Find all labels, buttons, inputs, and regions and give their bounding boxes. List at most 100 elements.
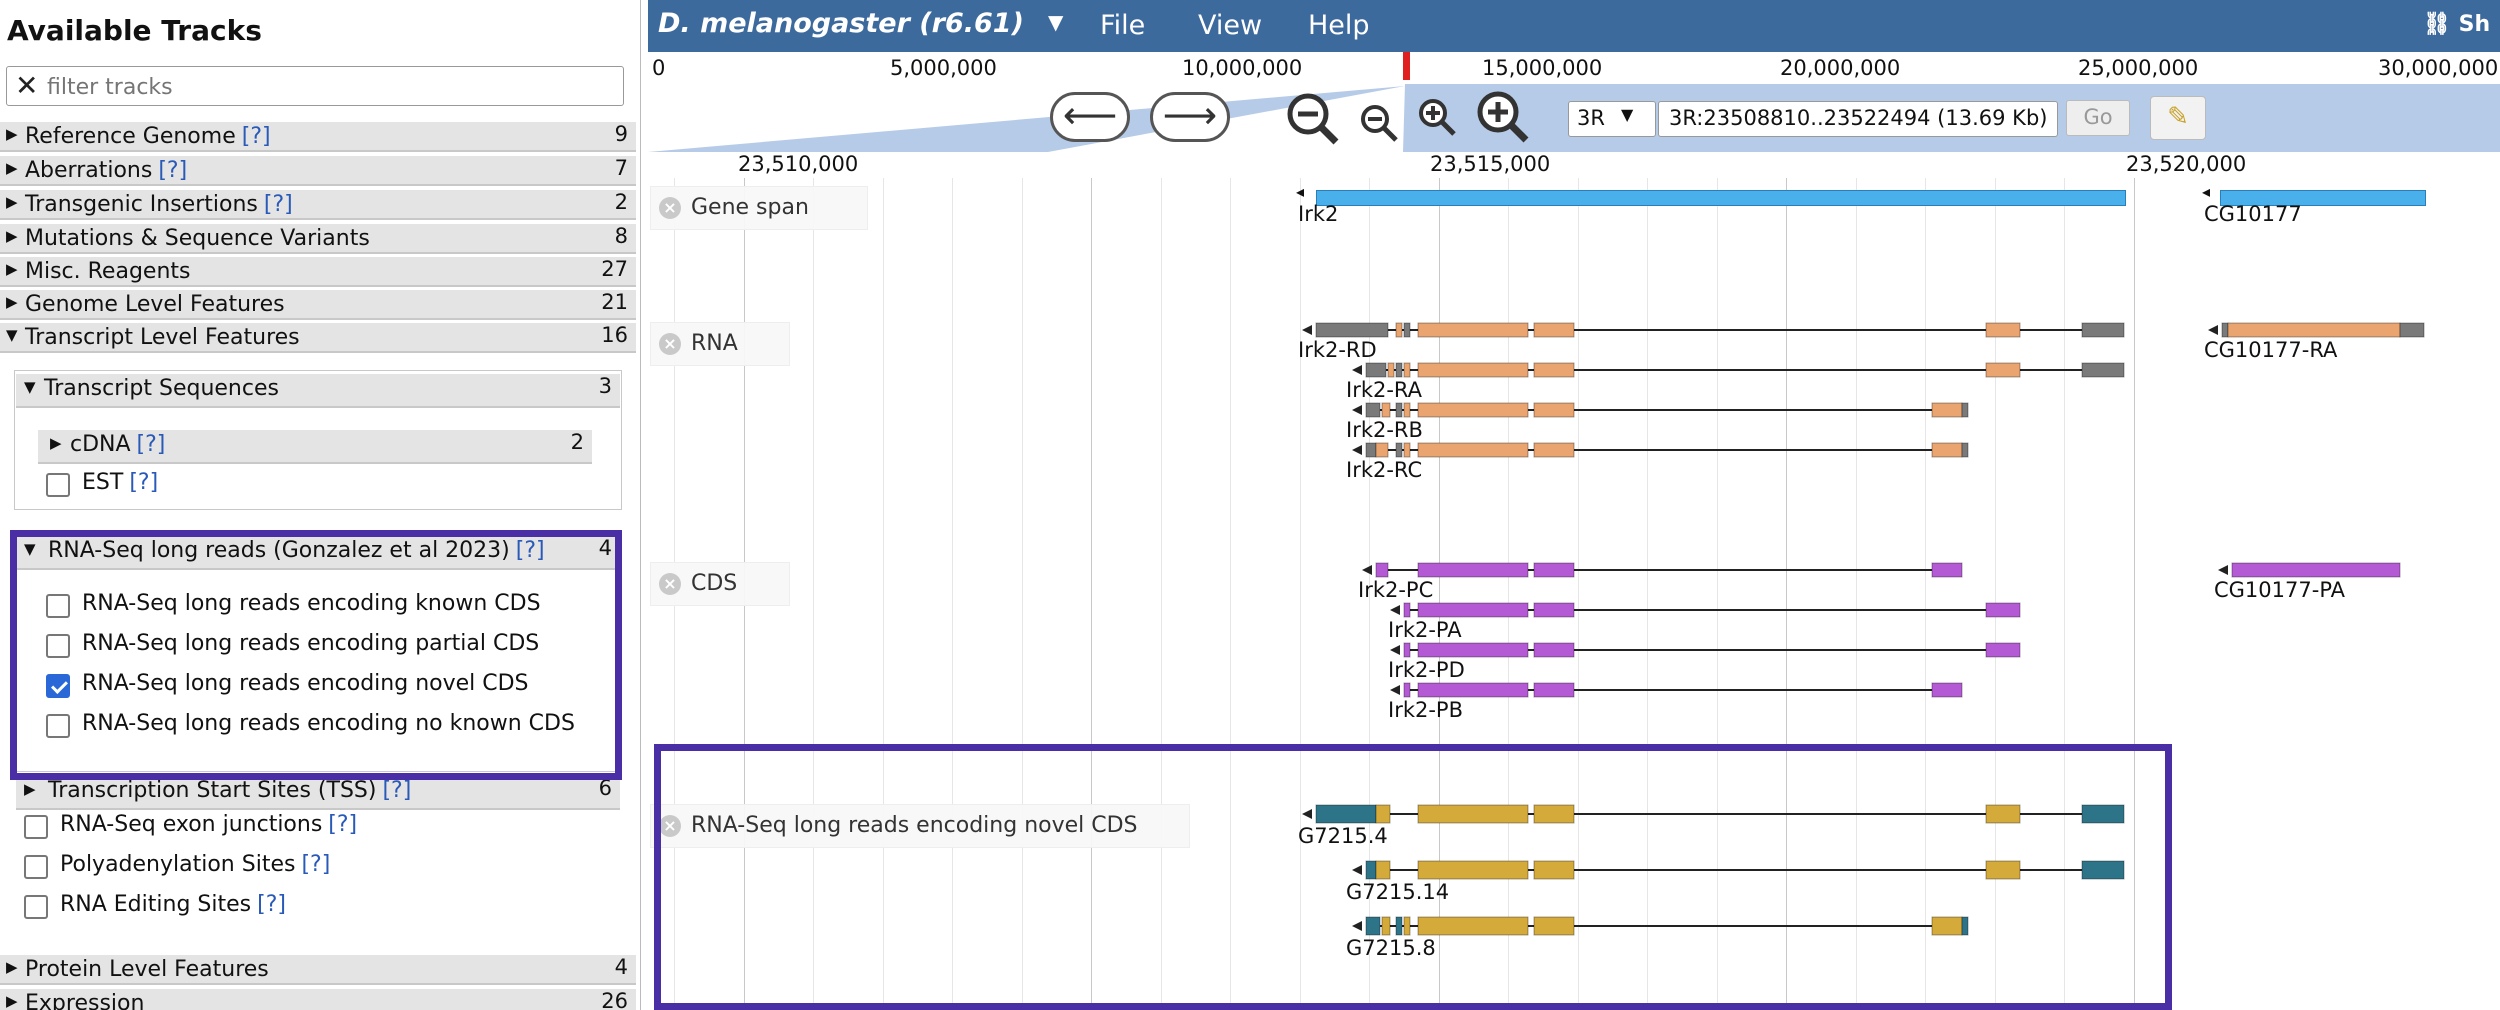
close-circle-icon[interactable]: × <box>659 197 681 219</box>
help-link[interactable]: [?] <box>158 158 188 183</box>
share-button[interactable]: ⛓ Sh <box>2423 12 2491 37</box>
help-link[interactable]: [?] <box>301 852 331 877</box>
caret-right-icon: ▶ <box>6 193 18 211</box>
go-button[interactable]: Go <box>2066 100 2130 136</box>
category-mutations[interactable]: ▶ Mutations & Sequence Variants 8 <box>0 224 636 254</box>
help-link[interactable]: [?] <box>263 192 293 217</box>
checkbox[interactable] <box>46 473 70 497</box>
category-expression[interactable]: ▶ Expression 26 <box>0 989 636 1010</box>
left-arrow-icon[interactable]: ⟵ <box>1050 92 1130 142</box>
category-protein-level-features[interactable]: ▶ Protein Level Features 4 <box>0 955 636 985</box>
subcategory-tss[interactable]: ▶ Transcription Start Sites (TSS)[?] 6 <box>16 776 620 810</box>
chromosome-select[interactable]: 3R ▼ <box>1568 101 1656 137</box>
track-label-cds[interactable]: × CDS <box>650 562 790 606</box>
checkbox-checked[interactable] <box>46 674 70 698</box>
category-reference-genome[interactable]: ▶ Reference Genome[?] 9 <box>0 122 636 152</box>
close-circle-icon[interactable]: × <box>659 333 681 355</box>
chevron-down-icon: ▼ <box>1621 105 1634 124</box>
right-arrow-icon[interactable]: ⟶ <box>1150 92 1230 142</box>
category-count: 2 <box>614 190 628 214</box>
gene-span-irk2[interactable] <box>1316 190 2126 206</box>
feature-label: Irk2-PC <box>1358 578 1434 602</box>
category-transgenic-insertions[interactable]: ▶ Transgenic Insertions[?] 2 <box>0 190 636 220</box>
strand-arrow-icon <box>1302 809 1312 819</box>
help-link[interactable]: [?] <box>241 124 271 149</box>
irk2-rb-exon <box>1381 402 1391 418</box>
overview-ruler[interactable]: 0 5,000,000 10,000,000 15,000,000 20,000… <box>648 52 2500 85</box>
genome-dropdown-icon[interactable]: ▼ <box>1048 10 1064 34</box>
x-icon[interactable]: ✕ <box>15 69 39 102</box>
grid-line <box>1022 178 1023 1010</box>
filter-box: ✕ <box>6 66 624 106</box>
help-link[interactable]: [?] <box>382 778 412 803</box>
subcategory-cdna[interactable]: ▶ cDNA[?] 2 <box>38 430 592 464</box>
grid-line <box>1647 178 1648 1010</box>
track-label-rna[interactable]: × RNA <box>650 322 790 366</box>
track-label-rnaseq-novel-cds[interactable]: × RNA-Seq long reads encoding novel CDS <box>650 804 1190 848</box>
feature-label: G7215.8 <box>1346 936 1436 960</box>
g7215-14-exon <box>1417 860 1529 880</box>
rnaseq-novel-reads[interactable] <box>648 798 2500 968</box>
help-link[interactable]: [?] <box>129 470 159 495</box>
category-count: 8 <box>614 224 628 248</box>
strand-arrow-icon <box>1352 405 1362 415</box>
category-transcript-level-features[interactable]: ▼ Transcript Level Features 16 <box>0 323 636 353</box>
zoom-in-small-icon[interactable] <box>1416 96 1460 140</box>
grid-line <box>1995 178 1996 1010</box>
location-input[interactable]: 3R:23508810..23522494 (13.69 Kb) <box>1658 101 2058 137</box>
strand-arrow-icon: ◂ <box>2202 182 2211 201</box>
g7215-4-exon <box>1985 804 2021 824</box>
filter-input[interactable] <box>45 71 609 103</box>
grid-line <box>1786 178 1787 1010</box>
strand-arrow-icon <box>1362 565 1372 575</box>
help-link[interactable]: [?] <box>257 892 286 917</box>
zoom-in-icon[interactable] <box>1474 88 1534 148</box>
subcategory-count: 6 <box>598 776 612 800</box>
rna-transcripts[interactable] <box>648 318 2500 518</box>
cds-features[interactable] <box>648 558 2500 758</box>
irk2-rd-exon <box>1985 322 2021 338</box>
irk2-rb-exon <box>1365 402 1381 418</box>
grid-line <box>952 178 953 1010</box>
gene-span-cg10177[interactable] <box>2220 190 2426 206</box>
subcategory-transcript-sequences[interactable]: ▼ Transcript Sequences 3 <box>16 374 620 408</box>
help-link[interactable]: [?] <box>515 538 545 563</box>
scale-tick: 23,510,000 <box>738 152 859 176</box>
ruler-tick: 15,000,000 <box>1482 56 1603 80</box>
checkbox[interactable] <box>24 815 48 839</box>
caret-right-icon: ▶ <box>6 260 18 278</box>
menu-view[interactable]: View <box>1198 10 1263 41</box>
menu-file[interactable]: File <box>1100 10 1146 41</box>
zoom-out-small-icon[interactable] <box>1358 102 1402 146</box>
strand-arrow-icon <box>1352 921 1362 931</box>
checkbox[interactable] <box>24 895 48 919</box>
feature-label: Irk2-RD <box>1298 338 1377 362</box>
track-label-gene-span[interactable]: × Gene span <box>650 186 868 230</box>
cg10177-ra-exon <box>2399 322 2425 338</box>
g7215-8-exon <box>1381 916 1391 936</box>
zoom-out-icon[interactable] <box>1284 90 1344 150</box>
g7215-8-exon <box>1365 916 1381 936</box>
irk2-rb-exon <box>1961 402 1969 418</box>
grid-line <box>883 178 884 1010</box>
highlighter-icon[interactable]: ✎ <box>2150 96 2206 140</box>
close-circle-icon[interactable]: × <box>659 573 681 595</box>
help-link[interactable]: [?] <box>328 812 358 837</box>
strand-arrow-icon <box>1302 325 1312 335</box>
strand-arrow-icon <box>2208 325 2218 335</box>
checkbox[interactable] <box>46 594 70 618</box>
checkbox[interactable] <box>24 855 48 879</box>
category-aberrations[interactable]: ▶ Aberrations[?] 7 <box>0 156 636 186</box>
track-area[interactable]: × Gene span ◂ Irk2 ◂ CG10177 × RNA Irk2-… <box>648 178 2500 1010</box>
grid-line <box>1300 178 1301 1010</box>
caret-down-icon: ▼ <box>24 540 36 558</box>
category-misc-reagents[interactable]: ▶ Misc. Reagents 27 <box>0 257 636 287</box>
help-link[interactable]: [?] <box>136 432 166 457</box>
category-genome-level-features[interactable]: ▶ Genome Level Features 21 <box>0 290 636 320</box>
close-circle-icon[interactable]: × <box>659 815 681 837</box>
checkbox[interactable] <box>46 714 70 738</box>
checkbox[interactable] <box>46 634 70 658</box>
g7215-4-exon <box>1417 804 1529 824</box>
menu-help[interactable]: Help <box>1308 10 1370 41</box>
subcategory-rnaseq-long-reads[interactable]: ▼ RNA-Seq long reads (Gonzalez et al 202… <box>16 536 620 570</box>
